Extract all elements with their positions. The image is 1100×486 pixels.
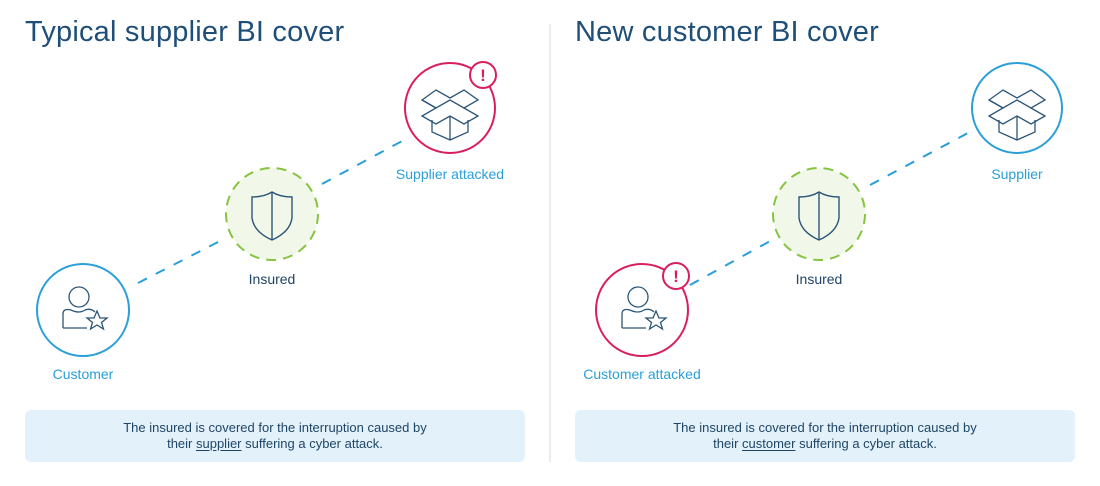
- note-emphasis: customer: [742, 436, 796, 451]
- customer-label: Customer: [52, 366, 114, 382]
- diagram-typical-supplier: !: [36, 61, 497, 357]
- connector-customer-insured: [137, 239, 223, 284]
- insured-label: Insured: [248, 271, 296, 287]
- customer-label: Customer attacked: [583, 366, 701, 382]
- note-suffix: suffering a cyber attack.: [795, 436, 937, 451]
- supplier-label: Supplier attacked: [395, 166, 505, 182]
- node-customer-attacked: !: [595, 262, 690, 357]
- insured-label: Insured: [795, 271, 843, 287]
- alert-badge: !: [469, 61, 497, 89]
- node-supplier-attacked: !: [404, 61, 497, 154]
- panel-title: Typical supplier BI cover: [25, 16, 345, 48]
- panel-new-customer-bi: New customer BI cover !: [550, 0, 1100, 486]
- connector-insured-supplier: [869, 132, 969, 186]
- note-emphasis: supplier: [195, 436, 242, 451]
- note-prefix: their: [713, 436, 743, 451]
- open-box-icon: [987, 89, 1047, 141]
- note-line-1: The insured is covered for the interrupt…: [673, 420, 977, 435]
- alert-icon: !: [673, 267, 679, 286]
- coverage-note: The insured is covered for the interrupt…: [575, 410, 1075, 462]
- panel-divider: [549, 24, 551, 462]
- diagram-new-customer: !: [595, 62, 1063, 357]
- panel-typical-supplier-bi: Typical supplier BI cover: [25, 16, 525, 462]
- supplier-circle: [404, 62, 496, 154]
- customer-circle: [595, 263, 689, 357]
- connector-customer-insured: [689, 239, 773, 286]
- person-star-icon: [621, 286, 668, 331]
- customer-circle: [36, 263, 130, 357]
- open-box-icon: [420, 89, 480, 141]
- node-insured: [772, 167, 866, 261]
- note-line-2: their customer suffering a cyber attack.: [575, 436, 1075, 452]
- connector-insured-supplier: [321, 139, 405, 185]
- shield-icon: [798, 191, 840, 241]
- coverage-note: The insured is covered for the interrupt…: [25, 410, 525, 462]
- note-line-2: their supplier suffering a cyber attack.: [25, 436, 525, 452]
- node-insured: [225, 167, 319, 261]
- note-line-1: The insured is covered for the interrupt…: [123, 420, 427, 435]
- panel-title: New customer BI cover: [575, 16, 879, 48]
- shield-icon: [251, 191, 293, 241]
- alert-icon: !: [480, 66, 486, 85]
- note-prefix: their: [167, 436, 196, 451]
- note-suffix: suffering a cyber attack.: [241, 436, 383, 451]
- alert-badge: !: [662, 262, 690, 290]
- node-customer: [36, 263, 130, 357]
- supplier-circle: [971, 62, 1063, 154]
- supplier-label: Supplier: [991, 166, 1043, 182]
- node-supplier: [971, 62, 1063, 154]
- person-star-icon: [62, 286, 109, 331]
